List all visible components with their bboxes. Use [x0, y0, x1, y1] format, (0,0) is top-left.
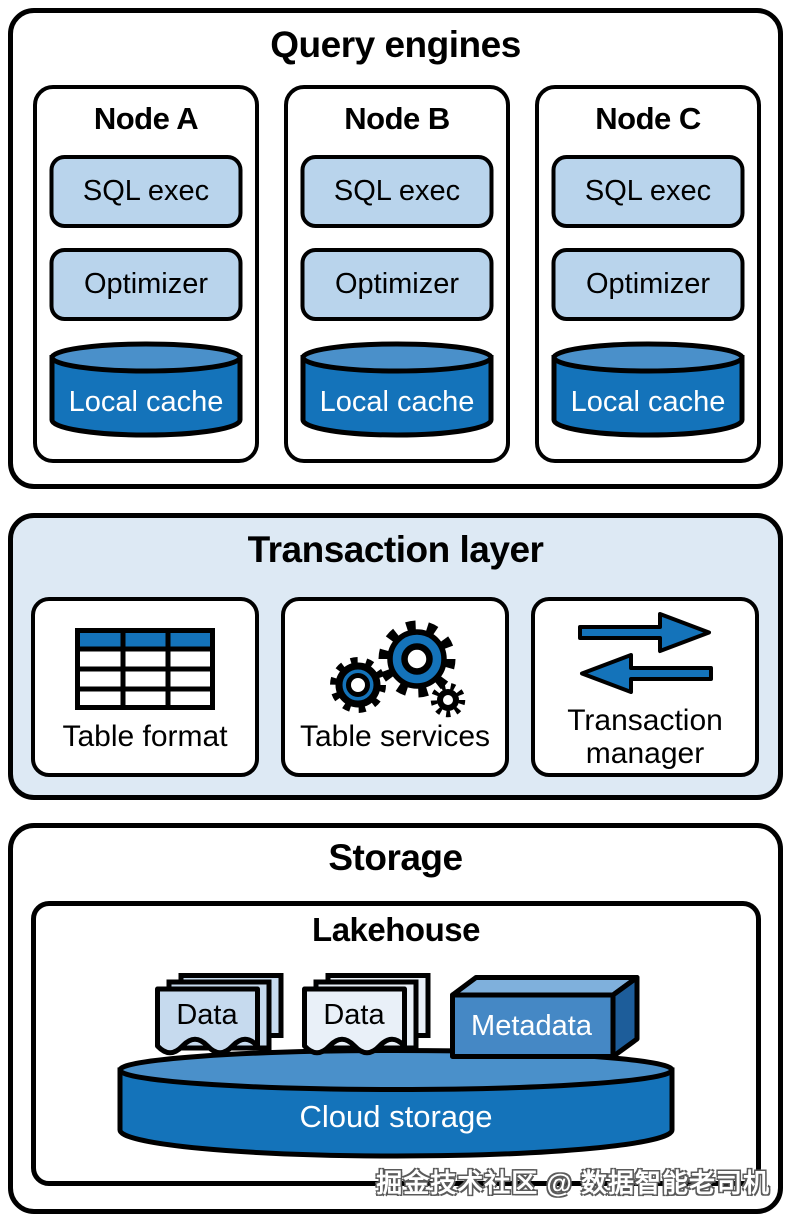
table-format-label: Table format	[62, 720, 228, 754]
node-b-title: Node B	[344, 101, 450, 136]
transaction-manager-label: Transaction manager	[567, 704, 723, 770]
optimizer-box: Optimizer	[300, 248, 494, 321]
metadata-3d-box-icon	[450, 975, 640, 1059]
cylinder-icon	[300, 341, 494, 438]
sql-exec-box: SQL exec	[300, 155, 494, 228]
storage-title: Storage	[328, 837, 463, 878]
local-cache-cylinder: Local cache	[48, 340, 245, 438]
local-cache-label: Local cache	[570, 385, 726, 418]
documents-icon	[302, 973, 431, 1056]
cylinder-icon	[49, 341, 243, 438]
local-cache-cylinder: Local cache	[550, 340, 747, 438]
transfer-arrows-icon	[577, 604, 713, 702]
optimizer-box: Optimizer	[551, 248, 745, 321]
documents-icon	[155, 973, 284, 1056]
local-cache-label: Local cache	[68, 385, 224, 418]
node-c-title: Node C	[595, 101, 701, 136]
node-c-card: Node C SQL exec Optimizer Local cache	[535, 85, 761, 463]
metadata-box: Metadata	[450, 975, 640, 1059]
query-engines-section: Query engines Node A SQL exec Optimizer …	[8, 8, 783, 489]
data-documents-stack: Data	[302, 973, 434, 1065]
query-engines-title: Query engines	[270, 24, 521, 65]
data-documents-stack: Data	[155, 973, 287, 1065]
node-a-card: Node A SQL exec Optimizer Local cache	[33, 85, 259, 463]
data-label: Data	[176, 999, 238, 1031]
cloud-storage-cylinder: Cloud storage	[116, 1048, 676, 1160]
sql-exec-box: SQL exec	[551, 155, 745, 228]
table-services-card: Table services	[281, 597, 509, 777]
metadata-label: Metadata	[471, 1009, 592, 1042]
cylinder-icon	[551, 341, 745, 438]
local-cache-cylinder: Local cache	[299, 340, 496, 438]
transaction-manager-card: Transaction manager	[531, 597, 759, 777]
table-icon	[75, 620, 215, 718]
node-b-card: Node B SQL exec Optimizer Local cache	[284, 85, 510, 463]
sql-exec-box: SQL exec	[49, 155, 243, 228]
transaction-layer-title: Transaction layer	[247, 529, 544, 570]
lakehouse-title: Lakehouse	[312, 911, 480, 948]
cylinder-icon	[117, 1048, 675, 1159]
table-format-card: Table format	[31, 597, 259, 777]
node-a-title: Node A	[93, 101, 199, 136]
transaction-layer-section: Transaction layer Table format	[8, 513, 783, 800]
data-label: Data	[323, 999, 385, 1031]
storage-section: Storage Lakehouse Data Data	[8, 823, 783, 1214]
table-services-label: Table services	[299, 720, 491, 754]
cloud-storage-label: Cloud storage	[299, 1099, 493, 1134]
local-cache-label: Local cache	[319, 385, 475, 418]
optimizer-box: Optimizer	[49, 248, 243, 321]
lakehouse-box: Lakehouse Data Data	[31, 901, 761, 1186]
gears-icon	[320, 620, 470, 718]
watermark-text: 掘金技术社区 @ 数据智能老司机	[376, 1168, 770, 1198]
